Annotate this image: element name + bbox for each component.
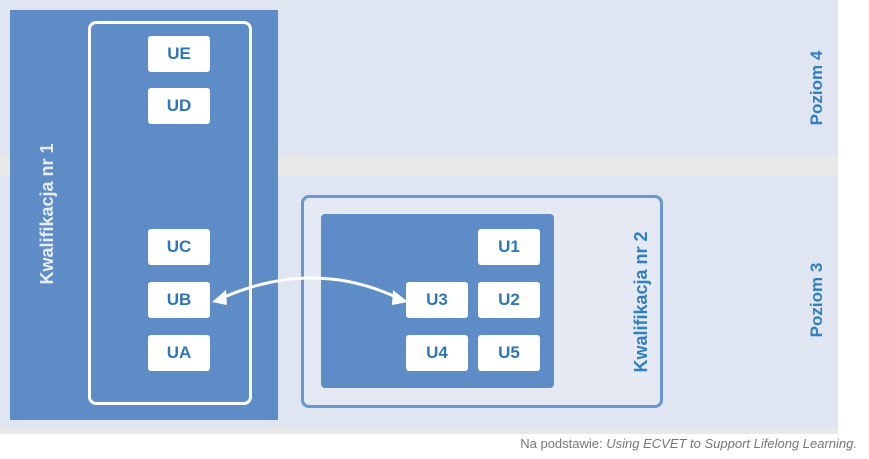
unit-uc: UC: [148, 229, 210, 265]
unit-ud: UD: [148, 88, 210, 124]
source-prefix: Na podstawie:: [520, 436, 607, 451]
unit-u5: U5: [478, 335, 540, 371]
unit-u3: U3: [406, 282, 468, 318]
qualification-1-panel: [10, 10, 278, 420]
unit-ue: UE: [148, 36, 210, 72]
qualification-2-label: Kwalifikacja nr 2: [631, 231, 651, 373]
unit-u2: U2: [478, 282, 540, 318]
qualification-1-label: Kwalifikacja nr 1: [37, 143, 57, 285]
unit-u1: U1: [478, 229, 540, 265]
unit-ub: UB: [148, 282, 210, 318]
qualification-1-unit-frame: [88, 21, 252, 405]
level-4-label: Poziom 4: [807, 50, 826, 126]
source-caption: Na podstawie: Using ECVET to Support Lif…: [520, 436, 857, 451]
unit-u4: U4: [406, 335, 468, 371]
source-title: Using ECVET to Support Lifelong Learning…: [606, 436, 857, 451]
unit-ua: UA: [148, 335, 210, 371]
level-3-label: Poziom 3: [807, 262, 826, 338]
bottom-separator: [0, 428, 838, 434]
